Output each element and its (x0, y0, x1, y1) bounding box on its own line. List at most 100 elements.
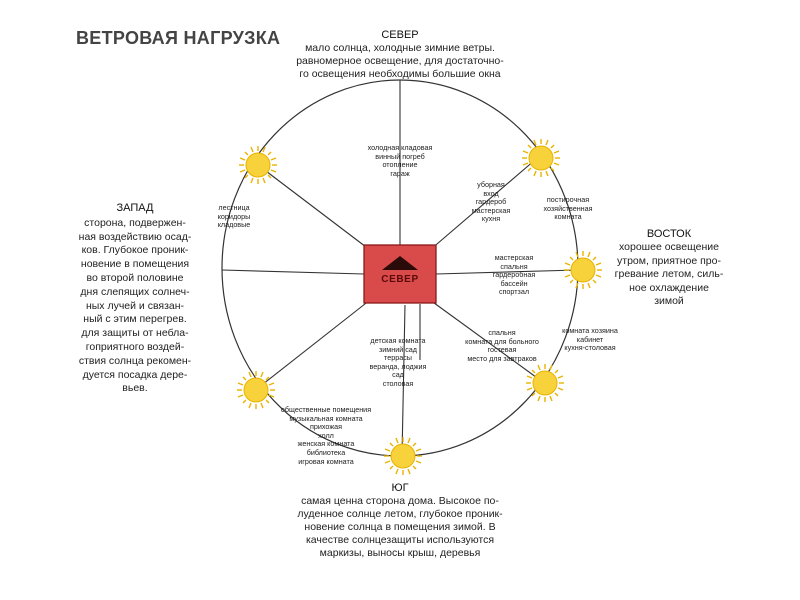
room-item: гараж (390, 168, 410, 178)
room-item: кладовые (217, 220, 251, 230)
west-line: дуется посадка дере- (82, 368, 188, 381)
room-item: комната для больного (465, 336, 539, 346)
room-item: вход (483, 188, 499, 198)
room-item: кабинет (576, 334, 604, 344)
room-item: прихожая (309, 422, 343, 432)
sector-east-lower-rooms: комната хозяина кабинет кухня-столовая (548, 326, 632, 353)
room-item: место для завтраков (467, 353, 537, 363)
room-item: игровая комната (298, 456, 354, 466)
room-item: отопление (382, 160, 418, 170)
north-line: мало солнца, холодные зимние ветры. (305, 42, 495, 54)
sector-west-rooms: лестница коридоры кладовые (206, 203, 262, 230)
west-line: дня слепящих солнеч- (80, 285, 190, 298)
room-item: музыкальная комната (289, 413, 363, 423)
sector-north-rooms: холодная кладовая винный погреб отоплени… (352, 143, 448, 178)
sector-southwest-rooms: общественные помещения музыкальная комна… (276, 405, 376, 466)
room-item: комната (554, 212, 582, 222)
north-heading: СЕВЕР (381, 29, 419, 41)
room-item: столовая (382, 378, 414, 388)
roof-icon (382, 256, 418, 270)
spoke-south (401, 304, 406, 457)
west-line: ных лучей и связан- (85, 299, 185, 312)
room-item: спальня (488, 328, 516, 337)
sun-icon (522, 139, 560, 177)
house-box (363, 244, 437, 304)
sector-northeast-rooms: уборная вход гардероб мастерская кухня (456, 180, 526, 224)
sun-icon (384, 437, 422, 475)
room-item: террасы (384, 353, 412, 363)
south-description: ЮГ самая ценна сторона дома. Высокое по-… (282, 482, 518, 560)
west-line: ков. Глубокое проник- (81, 244, 189, 257)
east-line: зимой (654, 295, 684, 308)
room-item: кухня-столовая (564, 343, 616, 353)
room-item: холодная кладовая (367, 143, 433, 152)
west-description: ЗАПАД сторона, подвержен- ная воздействи… (66, 202, 204, 396)
east-line: ное охлаждение (629, 281, 709, 294)
spoke-east (435, 269, 579, 275)
south-line: качестве солнцезащиты используются (305, 534, 495, 546)
south-line: маркизы, выносы крыш, деревья (319, 547, 481, 559)
sun-icon (239, 146, 277, 184)
south-line: самая ценна сторона дома. Высокое по- (301, 495, 499, 507)
sector-south-rooms: детская комната зимний сад террасы веран… (356, 336, 440, 389)
room-item: коридоры (217, 211, 251, 221)
sun-icon (237, 371, 275, 409)
room-item: кухня (481, 214, 501, 224)
room-item: винный погреб (375, 151, 425, 161)
west-line: гоприятного воздей- (85, 340, 185, 353)
east-description: ВОСТОК хорошее освещение утром, приятное… (606, 228, 732, 308)
page-title: ВЕТРОВАЯ НАГРУЗКА (76, 28, 281, 48)
room-item: хозяйственная (543, 203, 593, 213)
west-line: во второй половине (86, 271, 184, 284)
sun-icon (526, 364, 564, 402)
west-heading: ЗАПАД (116, 202, 154, 214)
room-item: гардеробная (492, 270, 536, 280)
west-line: ствия солнца рекомен- (78, 354, 192, 367)
sector-east-upper-rooms: постирочная хозяйственная комната (530, 195, 606, 222)
room-item: общественные помещения (280, 405, 372, 414)
room-item: спортзал (498, 287, 530, 297)
spoke-west (221, 269, 365, 275)
room-item: комната хозяина (562, 326, 618, 335)
south-heading: ЮГ (391, 482, 409, 494)
west-line: для защиты от небла- (81, 327, 189, 340)
north-description: СЕВЕР мало солнца, холодные зимние ветры… (282, 29, 518, 81)
house-label: СЕВЕР (381, 274, 419, 285)
sector-east-rooms: мастерская спальня гардеробная бассейн с… (474, 253, 554, 297)
room-item: сад (392, 370, 404, 380)
east-line: утром, приятное про- (617, 254, 721, 267)
south-line: луденное солнце летом, глубокое проник- (297, 508, 503, 520)
room-item: зимний сад (378, 344, 418, 354)
west-line: новение в помещения (80, 258, 190, 271)
spoke-southwest (257, 299, 371, 389)
east-line: гревание летом, силь- (614, 268, 724, 281)
south-line: новение солнца в помещения зимой. В (304, 521, 496, 533)
north-line: равномерное освещение, для достаточно- (296, 55, 504, 67)
spoke-northeast (429, 159, 536, 251)
room-item: спальня (500, 261, 528, 271)
room-item: детская комната (370, 336, 426, 345)
spokes (221, 80, 579, 457)
room-item: постирочная (546, 195, 590, 204)
west-line: ная воздействию осад- (78, 230, 192, 243)
sector-southeast-rooms: спальня комната для больного гостевая ме… (452, 328, 552, 363)
room-item: лестница (218, 203, 250, 212)
west-line: ный с этим перегрев. (83, 313, 187, 326)
room-item: гостевая (487, 345, 517, 355)
east-heading: ВОСТОК (646, 228, 692, 240)
east-line: хорошее освещение (619, 241, 719, 254)
room-item: мастерская (494, 253, 534, 262)
room-item: мастерская (471, 205, 511, 215)
spoke-northwest (257, 164, 371, 251)
north-line: го освещения необходимы большие окна (299, 68, 501, 80)
room-item: женская комната (297, 439, 355, 449)
room-item: библиотека (306, 447, 346, 457)
room-item: уборная (477, 180, 505, 189)
spoke-southeast (429, 299, 541, 381)
west-line: сторона, подвержен- (84, 216, 186, 229)
west-line: вьев. (122, 382, 148, 395)
room-item: холл (318, 430, 334, 440)
room-item: гардероб (475, 197, 507, 207)
sun-icon (564, 251, 602, 289)
